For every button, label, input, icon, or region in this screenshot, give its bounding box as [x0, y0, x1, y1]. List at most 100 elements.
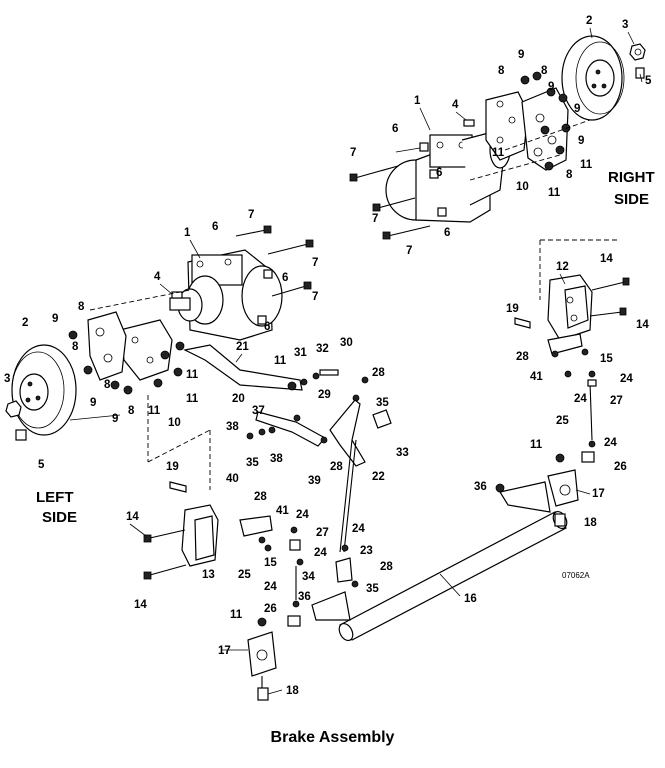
- callout: 7: [372, 213, 378, 225]
- callout: 20: [232, 393, 245, 405]
- callout: 3: [4, 373, 10, 385]
- callout: 25: [238, 569, 251, 581]
- callout: 24: [314, 547, 327, 559]
- callout: 9: [548, 81, 554, 93]
- callout: 37: [252, 405, 265, 417]
- callout: 26: [614, 461, 627, 473]
- callout: 11: [186, 393, 199, 405]
- callout: 7: [406, 245, 412, 257]
- right-side-label-line1: RIGHT: [608, 169, 655, 186]
- callout: 6: [212, 221, 218, 233]
- callout: 28: [516, 351, 529, 363]
- left-side-label-line1: LEFT: [36, 489, 74, 506]
- callout: 6: [264, 321, 270, 333]
- callout: 11: [148, 405, 161, 417]
- callout: 7: [312, 257, 318, 269]
- callout: 21: [236, 341, 249, 353]
- right-side-label-line2: SIDE: [614, 191, 649, 208]
- left-brake-disc: [11, 344, 121, 436]
- callout: 38: [226, 421, 239, 433]
- callout: 35: [246, 457, 259, 469]
- callout: 8: [104, 379, 111, 391]
- callout: 29: [318, 389, 331, 401]
- callout: 7: [312, 291, 318, 303]
- callout: 31: [294, 347, 307, 359]
- right-hub-nut: [629, 43, 646, 61]
- callout: 23: [360, 545, 373, 557]
- left-brake-plate: [119, 319, 173, 381]
- callout: 9: [90, 397, 96, 409]
- callout: 1: [414, 95, 421, 107]
- callout: 8: [78, 301, 85, 313]
- callout: 10: [516, 181, 529, 193]
- callout: 24: [264, 581, 277, 593]
- brake-rod-20: [183, 344, 303, 391]
- callout: 2: [586, 15, 592, 27]
- brake-rod-37: [255, 411, 326, 447]
- callout: 38: [270, 453, 283, 465]
- callout: 41: [530, 371, 543, 383]
- right-brake-plate: [485, 91, 529, 161]
- callout: 12: [556, 261, 569, 273]
- right-side-assembly: [349, 35, 646, 300]
- callout: 22: [372, 471, 385, 483]
- callout: 14: [126, 511, 139, 523]
- brake-linkage: [183, 344, 392, 553]
- callout: 7: [350, 147, 356, 159]
- left-bolt-5: [15, 429, 27, 441]
- callout: 4: [154, 271, 161, 283]
- left-dashed-lines: [89, 289, 211, 490]
- callout: 14: [636, 319, 649, 331]
- brake-pedal-lever-22: [329, 399, 366, 467]
- diagram-caption: Brake Assembly: [270, 729, 395, 746]
- callout: 39: [308, 475, 321, 487]
- callout: 11: [186, 369, 199, 381]
- callout: 8: [72, 341, 79, 353]
- callout: 28: [372, 367, 385, 379]
- callout: 36: [298, 591, 311, 603]
- right-motor-bolts: [349, 142, 447, 240]
- callout: 18: [286, 685, 299, 697]
- callout: 9: [518, 49, 524, 61]
- callout: 15: [600, 353, 613, 365]
- drawing-number: 07062A: [562, 571, 590, 580]
- callout: 25: [556, 415, 569, 427]
- callout: 6: [436, 167, 442, 179]
- left-side-assembly: [5, 225, 314, 490]
- right-brake-disc: [561, 35, 625, 121]
- callout: 17: [218, 645, 231, 657]
- callout: 8: [498, 65, 505, 77]
- callout: 11: [580, 159, 593, 171]
- callout: 8: [128, 405, 135, 417]
- callout: 27: [316, 527, 329, 539]
- callout: 30: [340, 337, 353, 349]
- callout: 11: [530, 439, 543, 451]
- right-bolt-5: [635, 67, 645, 79]
- callout: 4: [452, 99, 459, 111]
- callout: 8: [541, 65, 548, 77]
- callout: 2: [22, 317, 28, 329]
- callout: 6: [282, 272, 288, 284]
- callout: 17: [592, 488, 605, 500]
- callout: 11: [492, 147, 505, 159]
- leader-lines: [129, 27, 643, 695]
- brake-rod-long: [339, 439, 353, 553]
- callout: 24: [620, 373, 633, 385]
- linkage-hardware: [246, 369, 369, 444]
- callout: 35: [366, 583, 379, 595]
- callout: 11: [274, 355, 287, 367]
- right-dashed-lines: [469, 119, 620, 300]
- callout: 15: [264, 557, 277, 569]
- callout: 9: [578, 135, 584, 147]
- callout: 5: [38, 459, 45, 471]
- callout: 7: [248, 209, 254, 221]
- callout: 18: [584, 517, 597, 529]
- callout: 14: [134, 599, 147, 611]
- left-caliper-plate: [87, 311, 127, 381]
- callout: 5: [645, 75, 652, 87]
- left-wheel-motor: [169, 249, 283, 341]
- callout: 41: [276, 505, 289, 517]
- callout: 28: [380, 561, 393, 573]
- callout: 6: [444, 227, 450, 239]
